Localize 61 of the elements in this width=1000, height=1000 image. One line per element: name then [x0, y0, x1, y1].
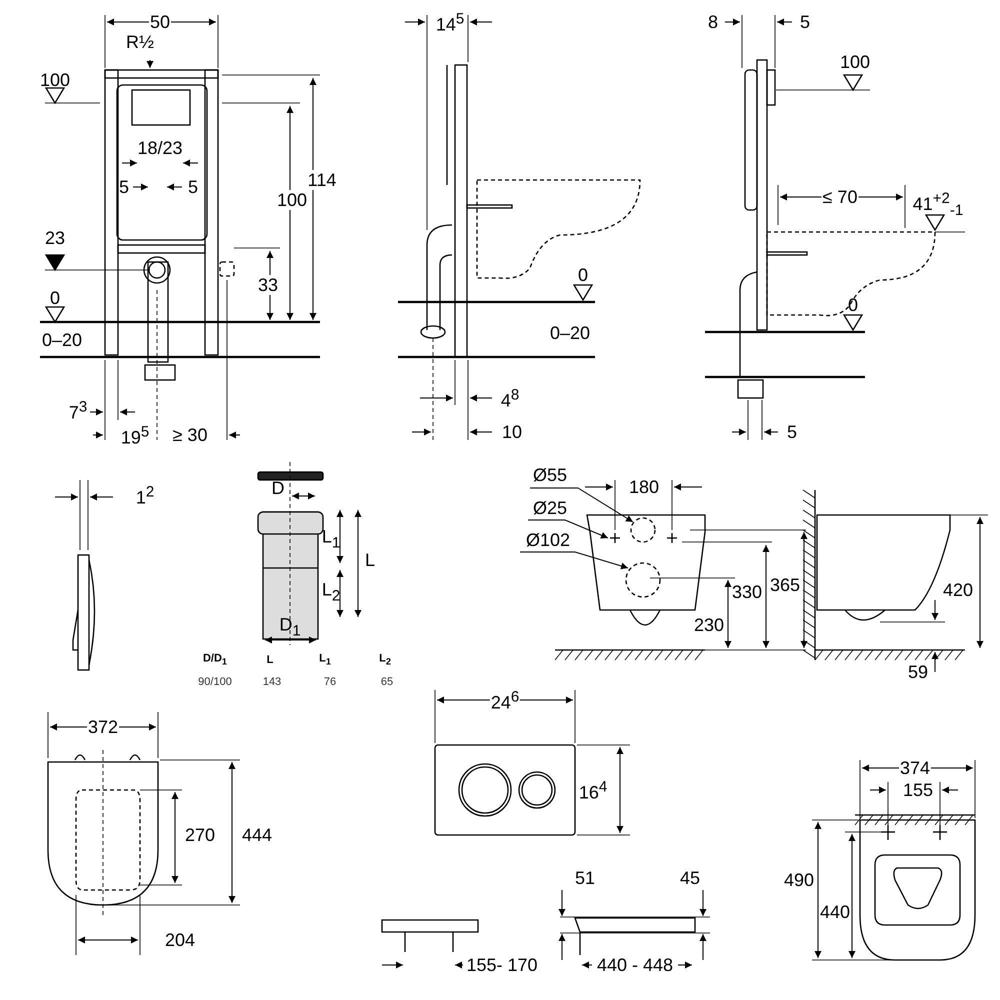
level-label: 100: [38, 70, 72, 90]
dimension-label: ≥ 30: [172, 425, 208, 445]
dimension-label: 19$^{5}$: [120, 422, 150, 448]
table-cell: 90/100: [197, 676, 233, 688]
dimension-label: 114: [306, 170, 338, 190]
dimension-label: L: [364, 550, 376, 570]
hole-diameter-label: Ø102: [524, 530, 572, 550]
dimension-label: 180: [628, 477, 660, 497]
leader-line: [520, 552, 628, 570]
table-cell: 65: [380, 676, 394, 688]
dimension-label: L$_{2}$: [320, 580, 342, 606]
level-label: 0: [847, 295, 859, 315]
dimension-label: 18/23: [136, 138, 184, 158]
dimension-label: 440 - 448: [596, 955, 674, 975]
dimension-label: D$_{1}$: [278, 614, 302, 642]
level-label: 23: [44, 228, 66, 248]
table-cell: 76: [322, 676, 338, 688]
table-cell: 143: [262, 676, 282, 688]
dimension-label: 4$^{8}$: [500, 386, 520, 410]
dimension-label: 204: [164, 930, 196, 950]
leader-line: [528, 520, 608, 539]
dimension-label: 444: [240, 825, 274, 845]
dimension-label: 51: [574, 868, 596, 888]
dimension-label: 45: [678, 868, 702, 888]
dimension-label: 0–20: [40, 330, 84, 350]
dimension-label: L$_{1}$: [320, 526, 342, 554]
dimension-label: 230: [692, 615, 726, 635]
hole-diameter-label: Ø55: [532, 465, 568, 485]
dimension-label: D: [270, 478, 286, 498]
dimension-label: 155- 170: [465, 955, 539, 975]
dimension-label: 0–20: [548, 323, 592, 343]
leader-line: [530, 488, 634, 522]
dimension-label: 14$^{5}$: [434, 10, 466, 34]
table-header-cell: D/D$_{1}$: [202, 652, 228, 668]
dimension-label: 5: [799, 12, 811, 32]
table-header-cell: L: [266, 654, 274, 666]
dimension-label: 420: [942, 580, 974, 600]
dimension-label: 1$^{2}$: [134, 482, 156, 508]
dimension-label: 100: [276, 190, 308, 210]
table-header-cell: L$_{2}$: [378, 652, 392, 668]
dimension-label: 8: [707, 12, 719, 32]
dimension-label: 155: [902, 780, 934, 800]
dimension-label: 440: [818, 902, 852, 922]
table-header-cell: L$_{1}$: [318, 652, 332, 668]
level-label: 0: [577, 265, 589, 285]
level-label: 0: [49, 288, 61, 308]
hole-diameter-label: Ø25: [532, 498, 568, 518]
dimension-label: 5: [786, 422, 798, 442]
level-label: 100: [838, 52, 872, 72]
dimension-label: 7$^{3}$: [68, 398, 88, 422]
dimension-label: 490: [782, 870, 816, 890]
dimension-label: 16$^{4}$: [578, 778, 608, 802]
dimension-label: 270: [184, 825, 216, 845]
dimension-label: 330: [730, 582, 764, 602]
dimension-label: 10: [500, 422, 524, 442]
dimension-label: 59: [906, 662, 930, 682]
dimension-label: 5: [118, 177, 130, 197]
dimension-label: 5: [187, 177, 199, 197]
dimension-label: 365: [768, 575, 802, 595]
dimension-label: 33: [256, 275, 280, 295]
thread-size-label: R½: [125, 32, 155, 52]
